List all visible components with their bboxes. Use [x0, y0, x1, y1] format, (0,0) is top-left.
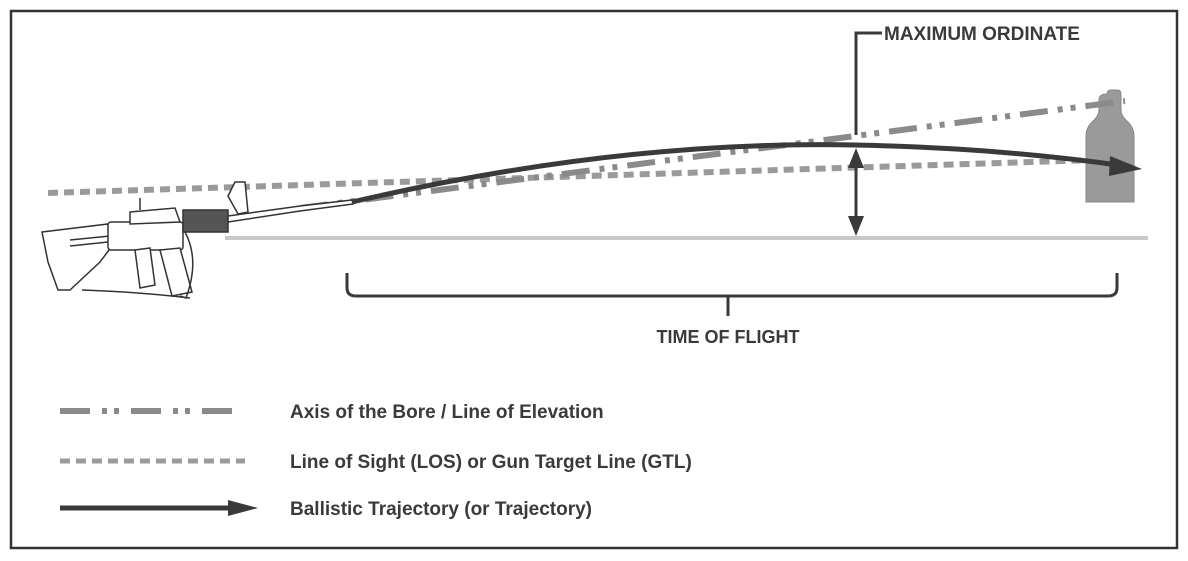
maximum-ordinate-leader — [854, 31, 882, 135]
legend-label-bore: Axis of the Bore / Line of Elevation — [290, 402, 604, 423]
rifle-icon — [41, 181, 354, 299]
time-of-flight-bracket — [345, 273, 1119, 298]
arrow-up-icon — [848, 148, 864, 168]
trajectory-arrowhead-icon — [1109, 156, 1142, 176]
legend-arrowhead-icon — [228, 500, 258, 516]
maximum-ordinate-label: MAXIMUM ORDINATE — [884, 24, 1080, 45]
time-of-flight-label: TIME OF FLIGHT — [657, 327, 800, 347]
axis-of-bore-line — [299, 98, 1126, 211]
ballistic-trajectory — [351, 142, 1126, 205]
legend: Axis of the Bore / Line of Elevation Lin… — [60, 402, 692, 520]
target-icon — [1085, 89, 1135, 203]
legend-label-los: Line of Sight (LOS) or Gun Target Line (… — [290, 452, 692, 473]
legend-label-trajectory: Ballistic Trajectory (or Trajectory) — [290, 499, 592, 520]
line-of-sight — [47, 157, 1096, 196]
arrow-down-icon — [848, 216, 864, 236]
